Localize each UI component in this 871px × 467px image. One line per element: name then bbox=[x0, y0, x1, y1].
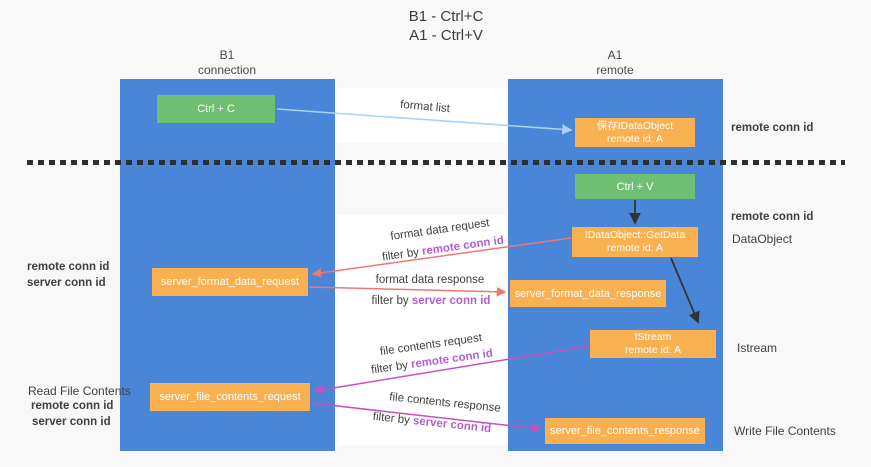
read-file-contents-annotation: Read File Contents bbox=[28, 384, 131, 398]
save-dataobject-node: 保存IDataObject remote id: A bbox=[575, 118, 695, 147]
getdata-line1: IDataObject::GetData bbox=[584, 229, 686, 241]
server-conn-id-annotation-mid-left: server conn id bbox=[27, 277, 106, 289]
ctrl-c-node: Ctrl + C bbox=[157, 95, 275, 123]
istream-line2: remote id: A bbox=[624, 344, 682, 356]
remote-conn-id-annotation-mid-right: remote conn id bbox=[731, 211, 814, 223]
lane-b1-name: B1 bbox=[219, 48, 235, 62]
remote-conn-id-annotation-bottom-left: remote conn id bbox=[31, 400, 114, 412]
title-line-1: B1 - Ctrl+C bbox=[408, 8, 484, 25]
format-response-label: server_format_data_response bbox=[514, 287, 662, 300]
dataobject-annotation: DataObject bbox=[732, 232, 793, 246]
title-line-2: A1 - Ctrl+V bbox=[409, 27, 483, 44]
ctrl-c-label: Ctrl + C bbox=[197, 103, 235, 115]
diagram-title: B1 - Ctrl+C A1 - Ctrl+V bbox=[335, 7, 557, 45]
getdata-line2: remote id: A bbox=[606, 242, 664, 254]
istream-line1: IStream bbox=[634, 331, 672, 343]
dashed-separator bbox=[27, 160, 845, 165]
lane-header-b1: B1 connection bbox=[157, 48, 297, 78]
server-conn-id-annotation-bottom-left: server conn id bbox=[32, 416, 111, 428]
format-request-label: server_format_data_request bbox=[160, 276, 300, 288]
ctrl-v-label: Ctrl + V bbox=[616, 180, 654, 193]
format-response-node: server_format_data_response bbox=[510, 280, 666, 307]
save-dataobject-line1: 保存IDataObject bbox=[596, 119, 674, 132]
ctrl-v-node: Ctrl + V bbox=[575, 174, 695, 199]
file-response-node: server_file_contents_response bbox=[545, 418, 705, 444]
format-data-response-flow-label: format data response bbox=[375, 274, 485, 286]
file-request-node: server_file_contents_request bbox=[150, 383, 310, 411]
lane-a1-name: A1 bbox=[607, 48, 623, 62]
format-request-node: server_format_data_request bbox=[152, 268, 308, 296]
remote-conn-id-annotation-mid-left: remote conn id bbox=[27, 261, 110, 273]
remote-conn-id-annotation-top-right: remote conn id bbox=[731, 122, 814, 134]
lane-a1-subtitle: remote bbox=[596, 63, 634, 77]
istream-annotation: Istream bbox=[737, 341, 778, 355]
lane-header-a1: A1 remote bbox=[545, 48, 685, 78]
istream-node: IStream remote id: A bbox=[590, 330, 716, 358]
save-dataobject-line2: remote id: A bbox=[606, 132, 664, 145]
server-conn-id-text: server conn id bbox=[411, 295, 491, 307]
filter-by-text: filter by bbox=[371, 295, 412, 307]
getdata-node: IDataObject::GetData remote id: A bbox=[572, 227, 698, 257]
file-request-label: server_file_contents_request bbox=[159, 391, 301, 403]
file-response-label: server_file_contents_response bbox=[550, 425, 700, 437]
lane-b1-subtitle: connection bbox=[197, 63, 257, 77]
write-file-contents-annotation: Write File Contents bbox=[734, 424, 836, 438]
format-response-filter-label: filter by server conn id bbox=[331, 295, 531, 307]
